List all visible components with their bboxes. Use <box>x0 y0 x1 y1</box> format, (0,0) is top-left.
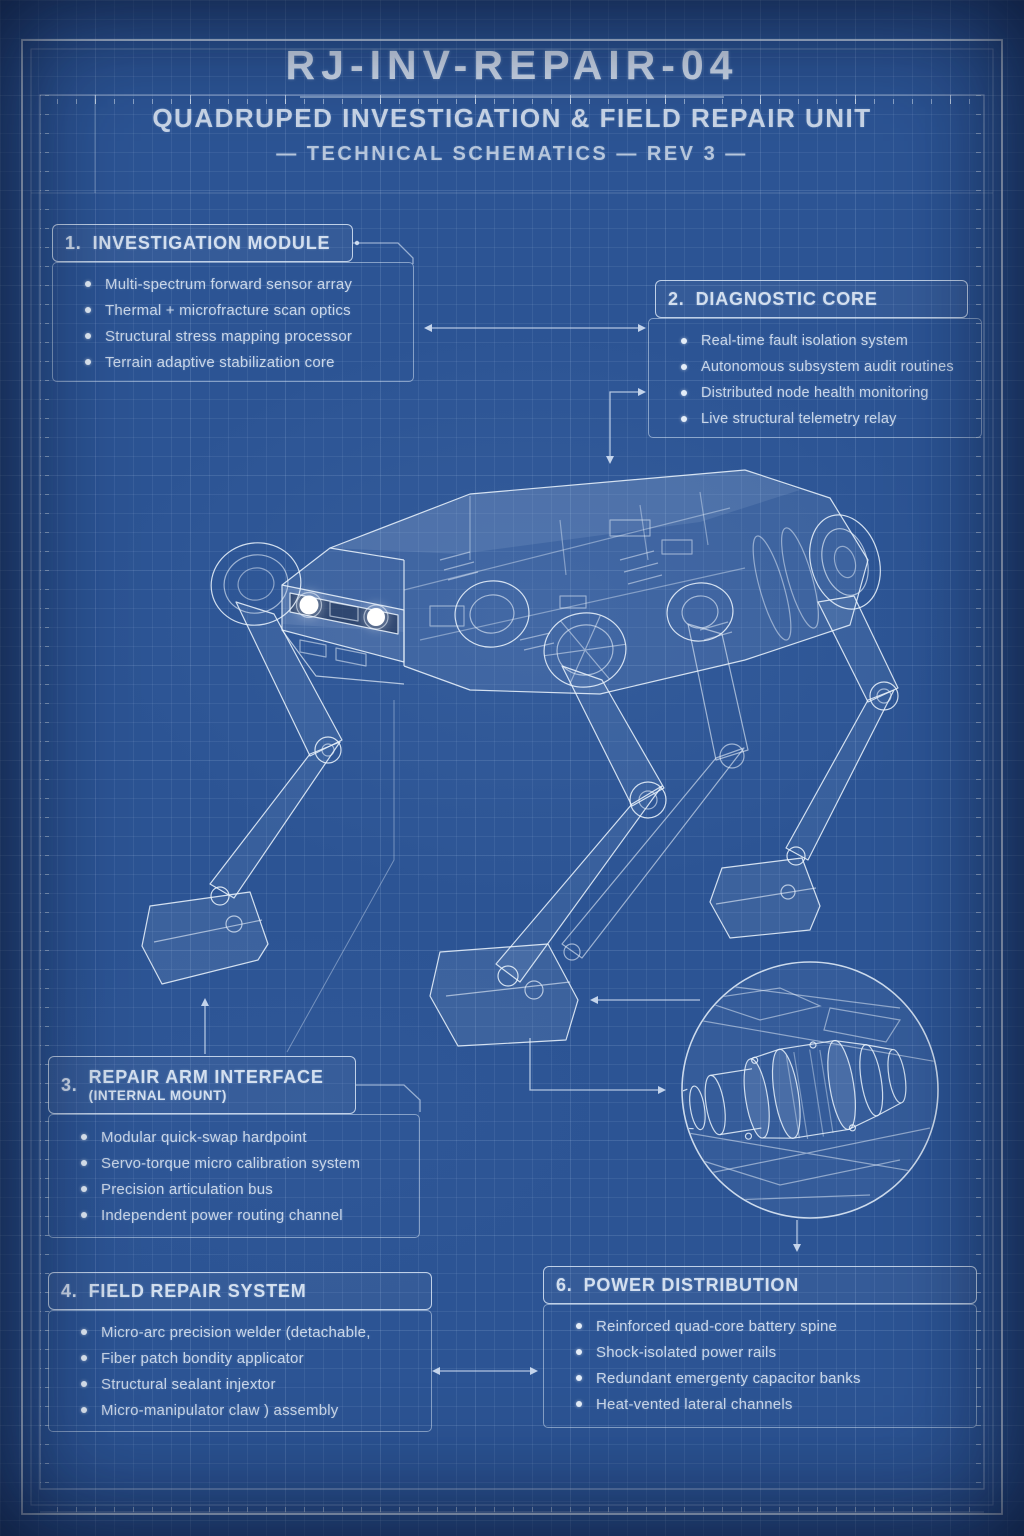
bullet-icon <box>81 1355 87 1361</box>
bullet-icon <box>576 1349 582 1355</box>
bullet-icon <box>576 1375 582 1381</box>
list-item: Multi-spectrum forward sensor array <box>53 271 413 297</box>
callout-3-subtitle: (INTERNAL MOUNT) <box>88 1087 227 1103</box>
detail-inset <box>681 961 939 1219</box>
callout-3-title: REPAIR ARM INTERFACE <box>88 1066 324 1087</box>
callout-2-body: Real-time fault isolation system Autonom… <box>648 318 982 438</box>
bullet-icon <box>81 1186 87 1192</box>
frame-border <box>21 39 1003 1515</box>
callout-6-title-box: 6. POWER DISTRIBUTION <box>543 1266 977 1304</box>
callout-4-body: Micro-arc precision welder (detachable, … <box>48 1310 432 1432</box>
bullet-icon <box>681 364 687 370</box>
callout-2-title-box: 2. DIAGNOSTIC CORE <box>655 280 968 318</box>
callout-1-title-box: 1. INVESTIGATION MODULE <box>52 224 353 262</box>
bullet-icon <box>85 281 91 287</box>
page-title: RJ-INV-REPAIR-04 <box>285 42 739 88</box>
list-item: Thermal + microfracture scan optics <box>53 297 413 323</box>
bullet-icon <box>576 1401 582 1407</box>
list-item: Micro-manipulator claw ) assembly <box>49 1397 431 1423</box>
list-item: Terrain adaptive stabilization core <box>53 349 413 375</box>
robot-eye-left <box>295 591 323 619</box>
list-item: Heat-vented lateral channels <box>544 1391 976 1417</box>
connector-lines <box>201 240 801 1375</box>
bullet-icon <box>81 1381 87 1387</box>
callout-1-body: Multi-spectrum forward sensor array Ther… <box>52 262 414 382</box>
list-item: Structural stress mapping processor <box>53 323 413 349</box>
callout-1-number: 1. <box>65 232 82 253</box>
callout-6-title: POWER DISTRIBUTION <box>583 1274 800 1295</box>
callout-1-title: INVESTIGATION MODULE <box>92 232 331 253</box>
bullet-icon <box>81 1212 87 1218</box>
list-item: Precision articulation bus <box>49 1176 419 1202</box>
bullet-icon <box>681 338 687 344</box>
list-item: Distributed node health monitoring <box>649 380 981 406</box>
list-item: Real-time fault isolation system <box>649 328 981 354</box>
callout-3-number: 3. <box>61 1074 78 1095</box>
bullet-icon <box>81 1160 87 1166</box>
list-item: Reinforced quad-core battery spine <box>544 1313 976 1339</box>
bullet-icon <box>85 359 91 365</box>
robot-eye-right <box>363 604 389 630</box>
robot-illustration <box>141 469 899 1047</box>
list-item: Independent power routing channel <box>49 1202 419 1228</box>
callout-4-number: 4. <box>61 1280 78 1301</box>
callout-3-body: Modular quick-swap hardpoint Servo-torqu… <box>48 1114 420 1238</box>
callout-3-title-box: 3. REPAIR ARM INTERFACE (INTERNAL MOUNT) <box>48 1056 356 1114</box>
list-item: Redundant emergenty capacitor banks <box>544 1365 976 1391</box>
callout-2-title: DIAGNOSTIC CORE <box>695 288 878 309</box>
list-item: Servo-torque micro calibration system <box>49 1150 419 1176</box>
list-item: Modular quick-swap hardpoint <box>49 1124 419 1150</box>
bullet-icon <box>81 1134 87 1140</box>
bullet-icon <box>576 1323 582 1329</box>
page-subtitle: QUADRUPED INVESTIGATION & FIELD REPAIR U… <box>152 103 872 133</box>
list-item: Structural sealant injextor <box>49 1371 431 1397</box>
bullet-icon <box>81 1329 87 1335</box>
bullet-icon <box>681 416 687 422</box>
list-item: Micro-arc precision welder (detachable, <box>49 1319 431 1345</box>
revision-line: — TECHNICAL SCHEMATICS — REV 3 — <box>276 143 748 165</box>
list-item: Live structural telemetry relay <box>649 406 981 432</box>
callout-2-number: 2. <box>668 288 685 309</box>
bullet-icon <box>681 390 687 396</box>
list-item: Fiber patch bondity applicator <box>49 1345 431 1371</box>
list-item: Autonomous subsystem audit routines <box>649 354 981 380</box>
callout-6-body: Reinforced quad-core battery spine Shock… <box>543 1304 977 1428</box>
bullet-icon <box>85 307 91 313</box>
bullet-icon <box>85 333 91 339</box>
bullet-icon <box>81 1407 87 1413</box>
list-item: Shock-isolated power rails <box>544 1339 976 1365</box>
callout-6-number: 6. <box>556 1274 573 1295</box>
callout-4-title-box: 4. FIELD REPAIR SYSTEM <box>48 1272 432 1310</box>
callout-4-title: FIELD REPAIR SYSTEM <box>88 1280 307 1301</box>
